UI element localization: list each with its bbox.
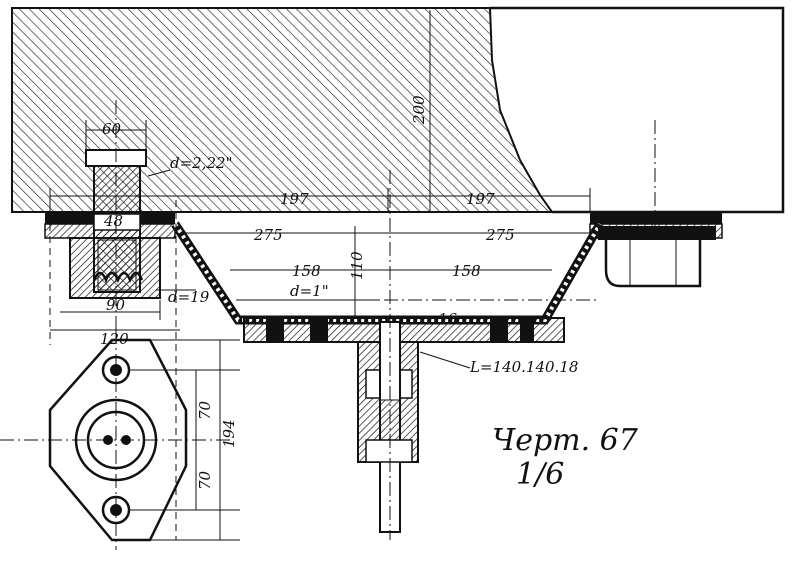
dim-tray-depth: 110 xyxy=(348,251,366,280)
dim-tray-top-left: 275 xyxy=(253,226,283,244)
dim-beam-height: 200 xyxy=(410,95,428,125)
left-bolt xyxy=(69,149,161,299)
dim-half-span-right: 197 xyxy=(466,190,495,208)
dim-tray-bottom-left: 158 xyxy=(292,262,321,280)
dim-flange-length: 194 xyxy=(220,419,238,448)
dim-plate-thickness: 16 xyxy=(438,310,458,328)
dim-bolt-head-width: 60 xyxy=(102,120,122,138)
bottom-angle xyxy=(243,317,565,343)
dim-rivet-diameter: d=1" xyxy=(290,282,329,300)
figure-caption: Черт. 67 xyxy=(492,423,639,458)
dim-thread-diameter: d=2,22" xyxy=(170,154,232,172)
dim-angle-section: L=140.140.18 xyxy=(469,358,578,376)
dim-hole-diameter: d=19 xyxy=(168,288,210,306)
tray-profile xyxy=(171,221,604,325)
dim-bolt-spacing-lower: 70 xyxy=(196,470,214,490)
dim-tray-bottom-right: 158 xyxy=(452,262,481,280)
dim-half-span-left: 197 xyxy=(280,190,309,208)
dim-washer-width: 48 xyxy=(103,212,123,230)
vertical-post xyxy=(357,321,419,533)
dim-flange-width: 120 xyxy=(100,330,129,348)
dim-nut-width: 90 xyxy=(106,296,126,314)
dim-bolt-spacing-upper: 70 xyxy=(196,400,214,420)
right-nut xyxy=(598,226,716,288)
dim-tray-top-right: 275 xyxy=(485,226,515,244)
figure-scale: 1/6 xyxy=(516,457,564,492)
dimension-lines xyxy=(49,10,600,541)
